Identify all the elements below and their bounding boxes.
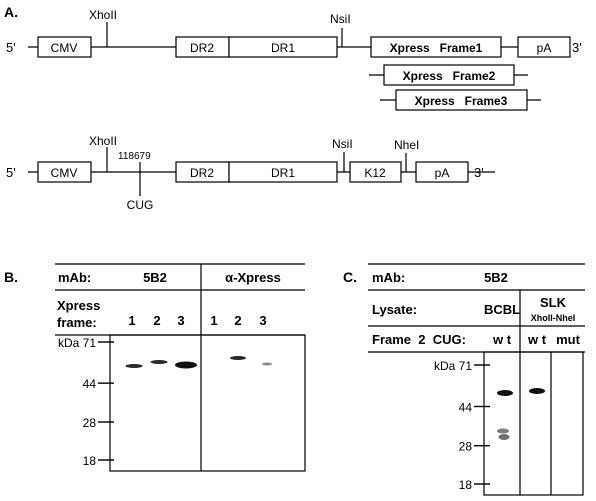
panel-c-lane-label: mut [556, 332, 581, 347]
construct-2-pa-box [415, 161, 469, 183]
panel-b-lane-label: 1 [128, 313, 135, 328]
panel-b-band [262, 362, 272, 366]
construct-1-nsii-label: NsiI [330, 12, 351, 26]
panel-b-antibody-2: α-Xpress [225, 270, 281, 285]
construct-2-dr2-label: DR2 [190, 166, 214, 180]
panel-c-band [497, 390, 513, 396]
panel-c-frame-row-label: Frame 2 CUG: [372, 332, 466, 347]
panel-c-lane-label: w t [492, 332, 512, 347]
construct-1-frame2-box [383, 64, 515, 86]
panel-c-marker-label: kDa 71 [434, 359, 472, 373]
construct-1 [28, 22, 571, 111]
construct-1-pa-label: pA [537, 41, 552, 55]
construct-2-position-label: 118679 [118, 151, 151, 162]
panel-b-lane-label: 2 [234, 313, 241, 328]
panel-c-marker-label: 44 [459, 400, 473, 414]
construct-2-dr1-label: DR1 [271, 166, 295, 180]
panel-c-mab-label: mAb: [372, 270, 405, 285]
panel-c-marker-label: 18 [459, 478, 473, 492]
construct-1-cmv-box [37, 36, 92, 58]
panel-b-row-label-2: frame: [57, 315, 97, 330]
construct-1-3prime: 3' [572, 40, 582, 55]
panel-c-label: C. [343, 269, 357, 285]
panel-b-frame [55, 263, 306, 472]
panel-c-marker-label: 28 [459, 440, 473, 454]
panel-c-slk-label: SLK [540, 295, 567, 310]
construct-2-cug-label: CUG [127, 198, 154, 212]
panel-b-marker-label: kDa 71 [58, 336, 96, 350]
construct-1-frame3-box [395, 89, 528, 111]
panel-b-marker-label: 28 [83, 416, 97, 430]
construct-1-frame1-label: Xpress Frame1 [390, 41, 483, 55]
panel-a-label: A. [4, 4, 18, 20]
panel-b-mab-label: mAb: [58, 270, 91, 285]
construct-1-dr1-box [228, 36, 338, 58]
panel-b-bands [125, 356, 272, 369]
panel-b-band [230, 356, 246, 360]
panel-b-lane-labels: 1 2 3 1 2 3 [128, 313, 266, 328]
panel-b-band [175, 361, 197, 369]
panel-c-lane-label: w t [527, 332, 547, 347]
construct-1-dr1-label: DR1 [271, 41, 295, 55]
panel-c-bcbl-label: BCBL [484, 302, 520, 317]
panel-b-band [150, 360, 168, 364]
panel-b-lane-label: 3 [259, 313, 266, 328]
construct-2-dr1-box [228, 161, 338, 183]
construct-1-frame2-label: Xpress Frame2 [403, 69, 496, 83]
panel-c-lysate-label: Lysate: [372, 302, 417, 317]
construct-1-frame3-label: Xpress Frame3 [415, 94, 508, 108]
panel-c-band [498, 434, 510, 440]
panel-c-markers: kDa 71 44 28 18 [434, 359, 490, 492]
construct-2-pa-label: pA [435, 166, 450, 180]
panel-b-band [125, 364, 143, 368]
panel-b-marker-label: 18 [83, 454, 97, 468]
panel-b-lane-label: 1 [210, 313, 217, 328]
construct-1-cmv-label: CMV [51, 41, 78, 55]
panel-c-slk-sublabel: XhoII-NheI [531, 313, 576, 323]
panel-b-row-label-1: Xpress [57, 298, 100, 313]
panel-c-frame [368, 263, 585, 496]
panel-b-lane-label: 2 [153, 313, 160, 328]
construct-1-dr2-label: DR2 [190, 41, 214, 55]
construct-2-5prime: 5' [6, 165, 16, 180]
construct-2 [28, 147, 495, 196]
panel-b-lane-label: 3 [177, 313, 184, 328]
construct-1-frame1-box [370, 36, 502, 58]
construct-2-3prime: 3' [474, 165, 484, 180]
panel-c-bands [497, 388, 545, 440]
panel-b-blot [109, 334, 306, 472]
construct-1-pa-box [517, 36, 571, 58]
panel-c-antibody: 5B2 [484, 270, 508, 285]
panel-b-markers: kDa 71 44 28 18 [58, 336, 114, 468]
panel-c-lane-labels: w t w t mut [492, 332, 581, 347]
panel-c-blot [483, 351, 584, 496]
construct-2-nhei-label: NheI [394, 138, 419, 152]
construct-2-cmv-label: CMV [51, 166, 78, 180]
panel-c-band [529, 388, 545, 394]
panel-c-band [497, 428, 509, 434]
construct-2-k12-box [349, 161, 402, 183]
panel-b-label: B. [4, 269, 18, 285]
construct-2-xhoii-label: XhoII [89, 134, 117, 148]
construct-1-5prime: 5' [6, 40, 16, 55]
panel-b-marker-label: 44 [83, 377, 97, 391]
construct-2-cmv-box [37, 161, 92, 183]
panel-b-antibody-1: 5B2 [143, 270, 167, 285]
construct-2-nsii-label: NsiI [332, 137, 353, 151]
construct-1-xhoii-label: XhoII [89, 8, 117, 22]
construct-2-k12-label: K12 [364, 166, 386, 180]
